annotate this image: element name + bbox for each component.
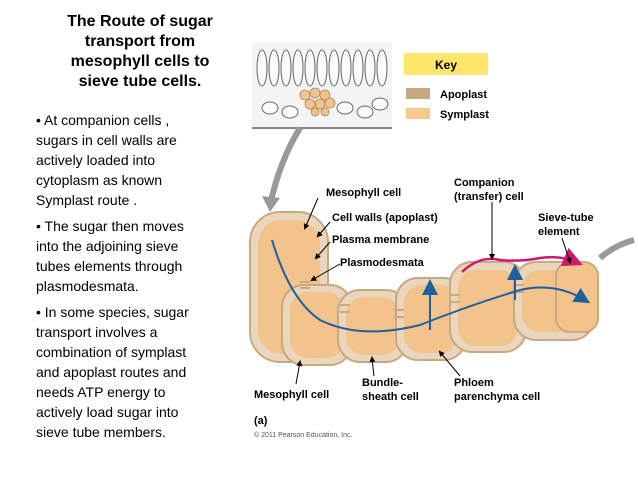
bullet-text: • In some species, sugar transport invol…: [36, 304, 189, 440]
label-mesophyll-cell: Mesophyll cell: [326, 187, 401, 199]
slide-title-text: The Route of sugar transport from mesoph…: [67, 13, 213, 90]
symplast-swatch: [406, 108, 430, 119]
bullet-list: • At companion cells , sugars in cell wa…: [36, 110, 236, 448]
plasmodesmata-marks: [300, 281, 524, 318]
label-mesophyll-cell-bottom: Mesophyll cell: [254, 389, 329, 401]
label-plasmodesmata: Plasmodesmata: [340, 257, 425, 269]
label-transfer-cell: (transfer) cell: [454, 191, 524, 203]
apoplast-flow-arrow: [461, 247, 583, 273]
label-phloem: Phloem: [454, 377, 494, 389]
bullet-text: • At companion cells , sugars in cell wa…: [36, 112, 177, 208]
apoplast-label: Apoplast: [440, 89, 487, 101]
label-bundle: Bundle-: [362, 377, 403, 389]
bullet-item: • In some species, sugar transport invol…: [36, 302, 236, 442]
label-sieve-tube: Sieve-tube: [538, 212, 594, 224]
key-title: Key: [435, 58, 457, 72]
slide-title: The Route of sugar transport from mesoph…: [40, 12, 240, 92]
label-sheath-cell: sheath cell: [362, 391, 419, 403]
bullet-item: • The sugar then moves into the adjoinin…: [36, 216, 236, 296]
label-parenchyma-cell: parenchyma cell: [454, 391, 540, 403]
phloem-cell: [458, 270, 518, 346]
symplast-label: Symplast: [440, 109, 489, 121]
panel-label: (a): [254, 415, 268, 427]
apoplast-swatch: [406, 88, 430, 99]
pointer-arrow: [267, 126, 303, 206]
label-plasma-membrane: Plasma membrane: [332, 234, 429, 246]
label-element: element: [538, 226, 580, 238]
bullet-text: • The sugar then moves into the adjoinin…: [36, 218, 184, 294]
symplast-flow-arrow: [271, 239, 591, 333]
sieve-tube-element: [555, 261, 599, 333]
key-header: [404, 53, 488, 75]
pointer-arrow-right: [598, 237, 635, 261]
bundle-sheath-cell: [346, 297, 400, 355]
bullet-item: • At companion cells , sugars in cell wa…: [36, 110, 236, 210]
leaf-cross-section-thumbnail: [252, 42, 392, 130]
label-companion: Companion: [454, 177, 515, 189]
copyright-notice: © 2011 Pearson Education, Inc.: [254, 431, 352, 439]
label-cell-walls: Cell walls (apoplast): [332, 212, 438, 224]
key-legend: Key Apoplast Symplast: [404, 53, 489, 121]
mesophyll-cell-lower: [290, 292, 344, 358]
